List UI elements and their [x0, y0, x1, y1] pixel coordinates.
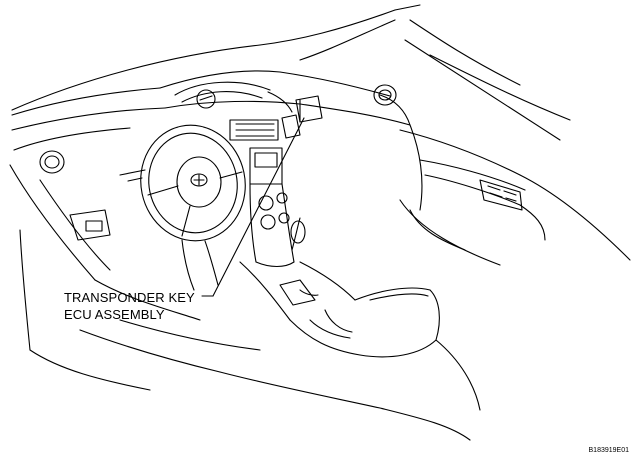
- callout-leader: [201, 117, 305, 297]
- figure-code: B183919E01: [588, 447, 629, 454]
- windshield-frame: [11, 4, 571, 141]
- center-console: [79, 217, 481, 441]
- air-vents: [39, 84, 397, 174]
- steering-wheel: [119, 124, 246, 291]
- callout-line-1: TRANSPONDER KEY: [64, 290, 195, 305]
- right-door: [399, 129, 631, 266]
- callout-label: TRANSPONDER KEY ECU ASSEMBLY: [64, 289, 195, 323]
- callout-line-2: ECU ASSEMBLY: [64, 307, 165, 322]
- left-panel: [19, 209, 151, 391]
- center-stack: [229, 95, 323, 268]
- instrument-cluster: [174, 81, 293, 113]
- dashboard: [9, 70, 423, 321]
